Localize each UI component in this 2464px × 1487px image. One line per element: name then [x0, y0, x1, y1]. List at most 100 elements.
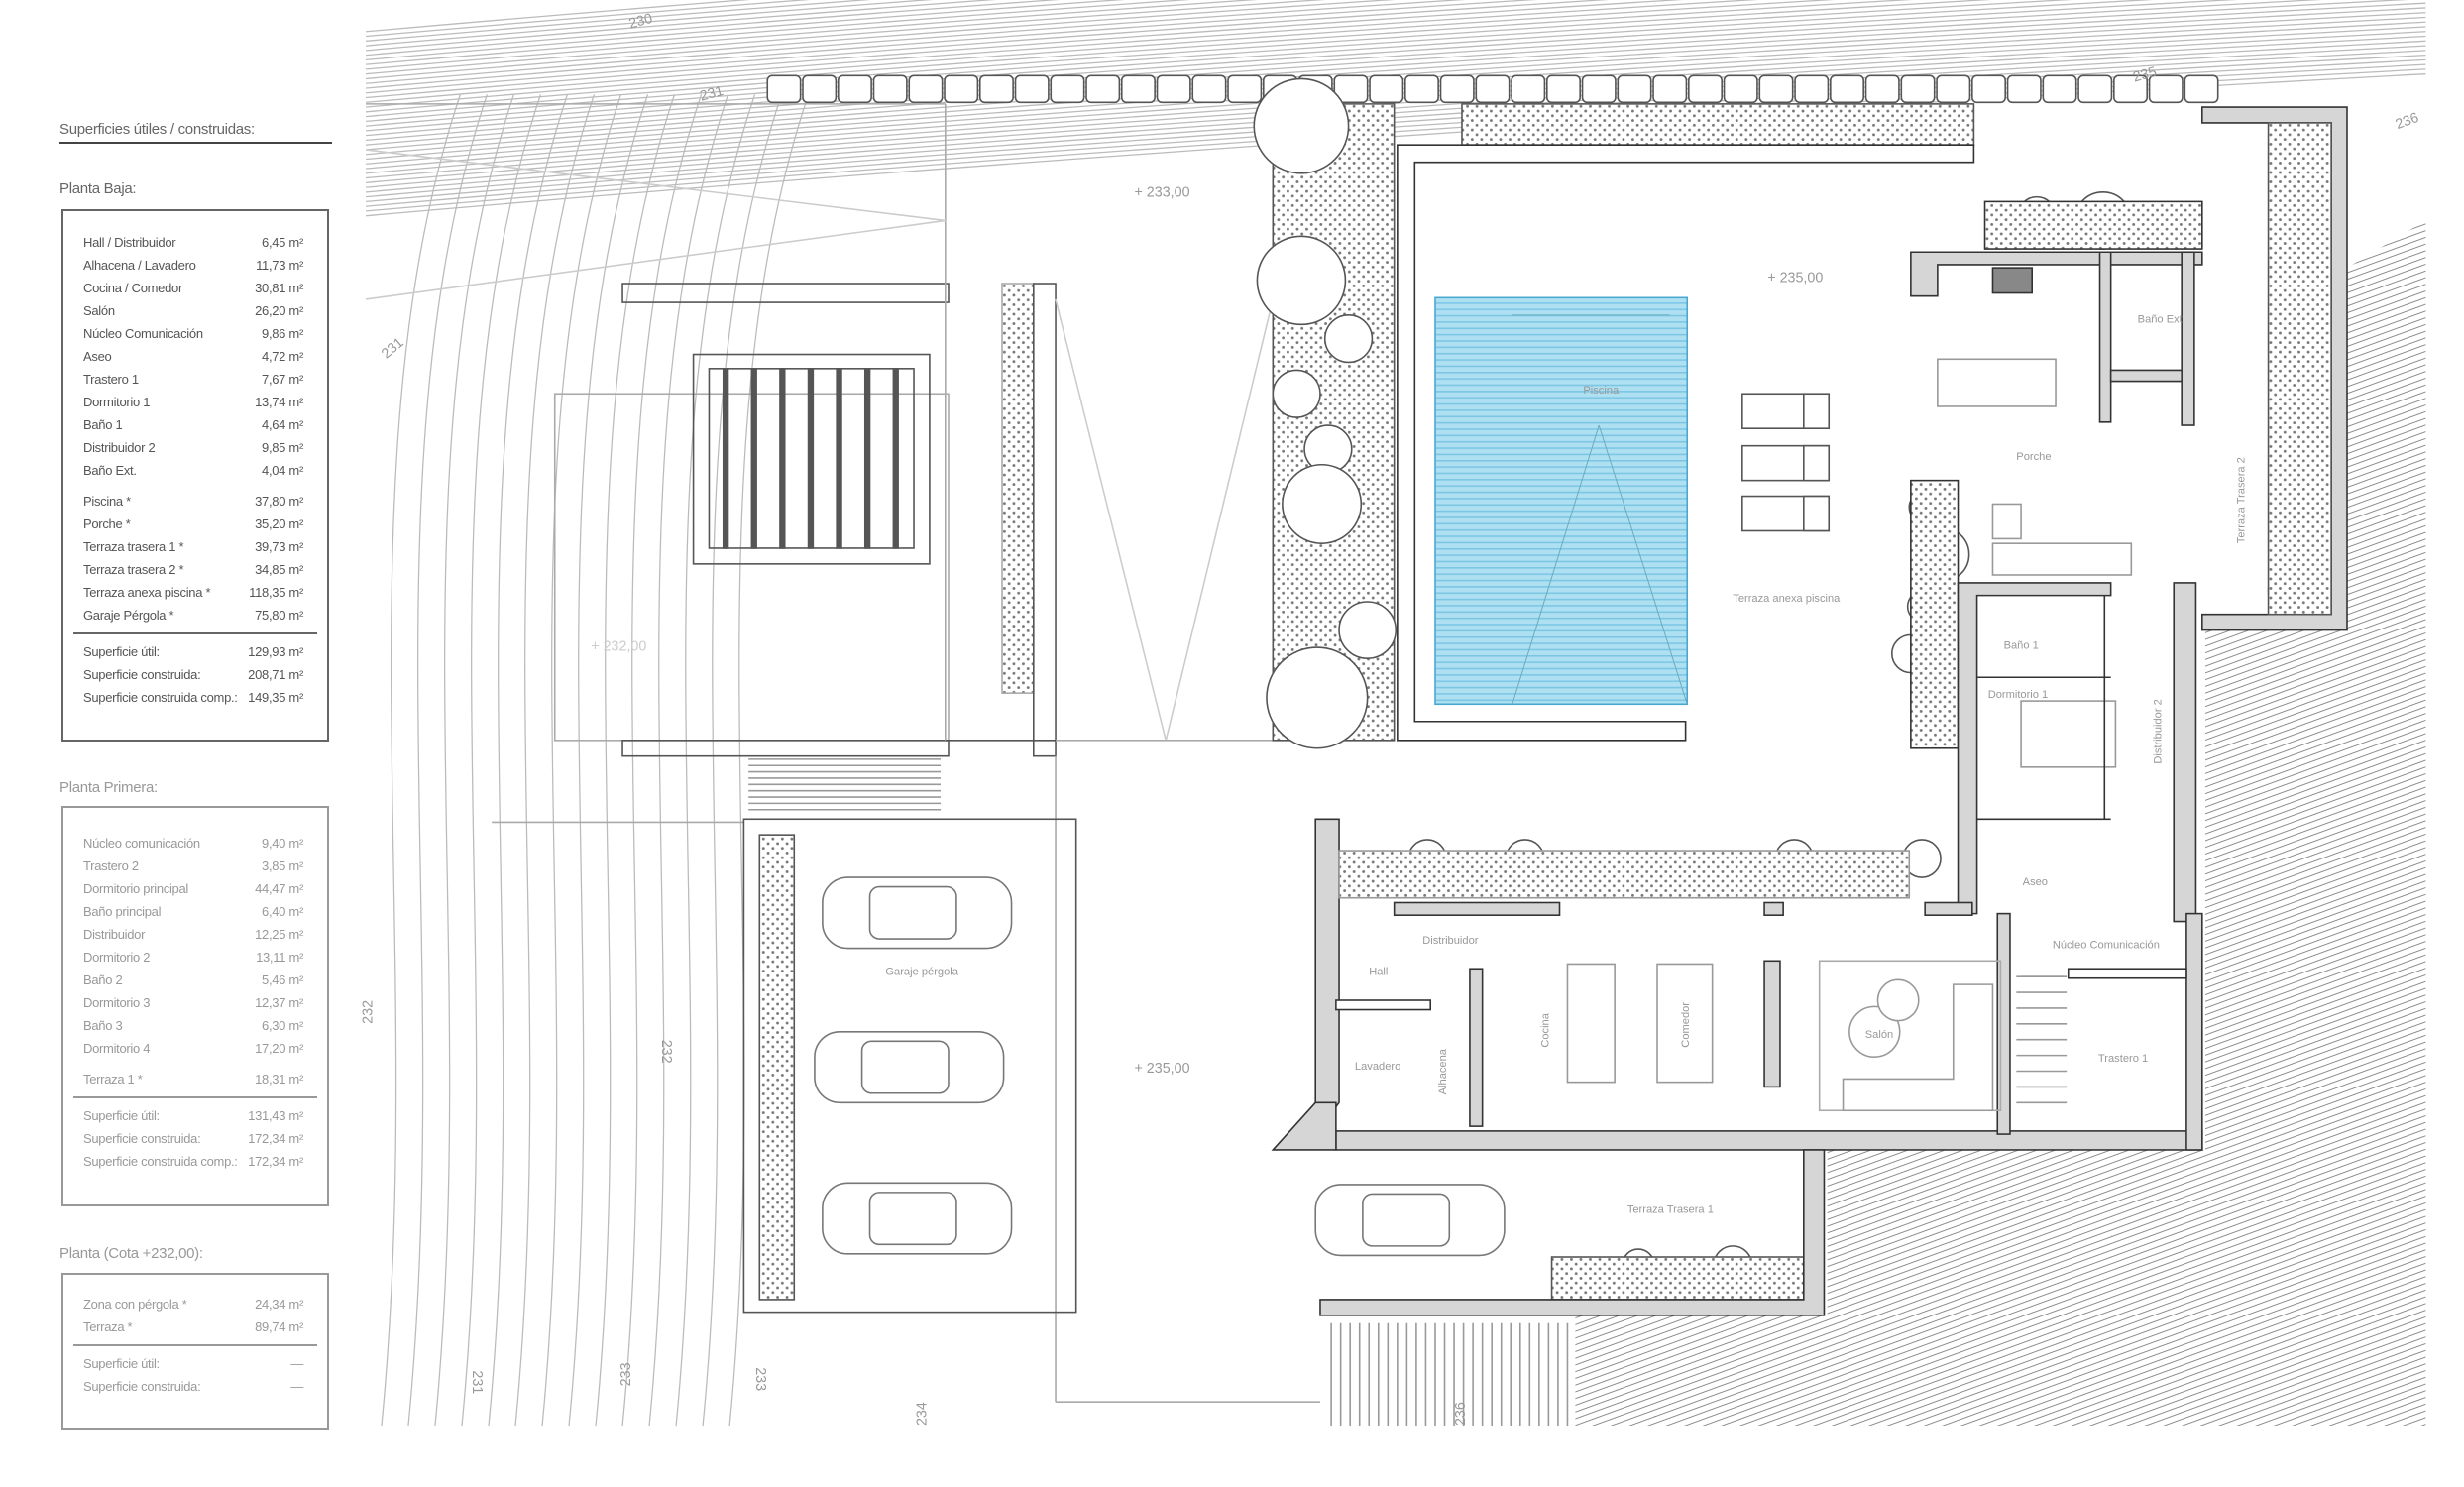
contour-label: 236 [1453, 1402, 1469, 1426]
area-row: Terraza 1 * 18,31 m² [63, 1068, 327, 1090]
area-value: 6,30 m² [262, 1018, 303, 1033]
area-value: 18,31 m² [255, 1072, 303, 1087]
stone [1900, 74, 1936, 104]
contour-line [366, 0, 1259, 70]
area-name: Superficie útil: [83, 1356, 160, 1371]
area-name: Aseo [83, 349, 112, 364]
area-row: Aseo 4,72 m² [63, 345, 327, 368]
area-row: Terraza *89,74 m² [63, 1315, 327, 1338]
stone [944, 74, 979, 104]
stone [802, 74, 838, 104]
stone [1971, 74, 2006, 104]
stone [2148, 74, 2184, 104]
area-name: Superficie construida: [83, 1379, 201, 1394]
area-row: Terraza trasera 2 * 34,85 m² [63, 558, 327, 581]
area-name: Baño principal [83, 904, 162, 919]
contour-line [366, 0, 1537, 89]
stone [1050, 74, 1085, 104]
area-value: 12,25 m² [255, 927, 303, 942]
contour-line [407, 94, 489, 1427]
area-name: Núcleo comunicación [83, 836, 200, 851]
pergola-bar [750, 368, 757, 549]
stone [1546, 74, 1581, 104]
divider [73, 632, 317, 634]
contour-line [366, 0, 1913, 113]
area-value: 34,85 m² [255, 562, 303, 577]
contour-label: 233 [752, 1367, 768, 1391]
label-garaje: Garaje pérgola [885, 967, 958, 978]
stone [1120, 74, 1156, 104]
area-row: Superficie útil:— [63, 1352, 327, 1375]
area-row: Superficie útil:129,93 m² [63, 640, 327, 663]
contour-label: 230 [627, 11, 654, 33]
contour-line [366, 0, 996, 52]
contour-line [568, 94, 649, 1427]
level-driveway: + 235,00 [1134, 1061, 1189, 1077]
area-name: Superficie construida: [83, 667, 201, 682]
stone [1156, 74, 1191, 104]
area-row: Superficie construida:— [63, 1375, 327, 1398]
stone [766, 74, 802, 104]
car-roof [868, 1192, 957, 1246]
area-value: 44,47 m² [255, 881, 303, 896]
contour-label: 234 [915, 1402, 931, 1426]
stone [1403, 74, 1439, 104]
area-row: Terraza trasera 1 *39,73 m² [63, 535, 327, 558]
contour-line [366, 0, 872, 42]
area-value: 6,40 m² [262, 904, 303, 919]
contour-line [366, 0, 1992, 118]
area-name: Terraza 1 * [83, 1072, 143, 1087]
area-value: 4,72 m² [262, 349, 303, 364]
area-name: Cocina / Comedor [83, 281, 182, 295]
contour-line [366, 0, 2238, 132]
contour-label: 235 [2131, 64, 2158, 86]
contour-line [366, 0, 1759, 103]
stone [1652, 74, 1688, 104]
stone [1191, 74, 1227, 104]
contour-label: 231 [698, 83, 725, 105]
label-porche: Porche [2016, 451, 2051, 463]
area-value: 24,34 m² [255, 1297, 303, 1312]
contour-label: 231 [469, 1370, 485, 1394]
area-name: Salón [83, 303, 115, 318]
area-value: 17,20 m² [255, 1041, 303, 1056]
stone [1333, 74, 1369, 104]
contour-label: 233 [618, 1362, 634, 1386]
contour-line [366, 7, 2426, 151]
area-name: Terraza trasera 2 * [83, 562, 184, 577]
stone [1369, 74, 1404, 104]
contour-line [366, 0, 2408, 142]
area-value: 7,67 m² [262, 372, 303, 387]
contour-line [366, 0, 1610, 94]
area-value: 75,80 m² [255, 608, 303, 623]
label-aseo: Aseo [2023, 876, 2048, 888]
area-row: Baño Ext.4,04 m² [63, 459, 327, 482]
legend-title: Superficies útiles / construidas: [59, 121, 255, 138]
area-value: 37,80 m² [255, 494, 303, 509]
stone [872, 74, 908, 104]
area-name: Zona con pérgola * [83, 1297, 187, 1312]
stone [2077, 74, 2113, 104]
area-value: 131,43 m² [248, 1108, 303, 1123]
divider [59, 142, 332, 144]
stone-wall [766, 74, 2219, 104]
area-name: Hall / Distribuidor [83, 235, 176, 250]
area-row: Superficie construida:208,71 m² [63, 663, 327, 686]
contour-line [702, 94, 783, 1427]
area-row: Zona con pérgola * 24,34 m² [63, 1293, 327, 1315]
sun-loungers [1741, 393, 1831, 532]
pergola-bar [863, 368, 871, 549]
area-name: Dormitorio 2 [83, 950, 151, 965]
label-comedor: Comedor [1680, 1002, 1692, 1048]
area-name: Superficie construida comp.: [83, 690, 238, 705]
area-value: 172,34 m² [248, 1154, 303, 1169]
